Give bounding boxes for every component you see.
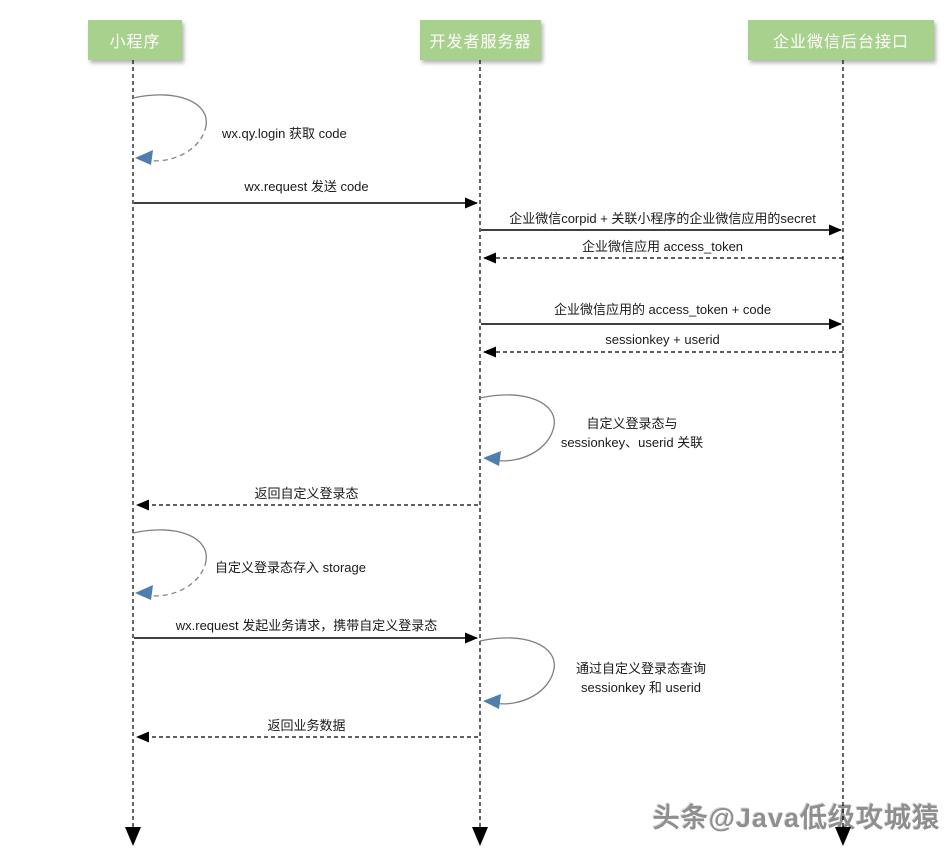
message-label-login-code: wx.qy.login 获取 code: [222, 126, 347, 141]
message-label-store-storage: 自定义登录态存入 storage: [215, 560, 366, 575]
actor-box-dev-server: 开发者服务器: [420, 20, 541, 60]
loop-arc: [479, 637, 555, 670]
lifeline-end-arrow-icon: [125, 827, 141, 846]
loop-arc: [132, 529, 207, 562]
label-line-2: sessionkey、userid 关联: [560, 435, 704, 450]
label-line-1: 自定义登录态与: [586, 416, 678, 431]
actor-label: 小程序: [109, 34, 161, 51]
loop-arc-return: [143, 560, 207, 597]
actor-label: 开发者服务器: [429, 34, 532, 51]
loop-arc: [132, 94, 207, 127]
message-label-send-code: wx.request 发送 code: [244, 179, 369, 194]
loop-arrowhead-icon: [135, 585, 153, 600]
actor-box-mini-program: 小程序: [88, 20, 182, 60]
loop-arc: [479, 394, 555, 427]
message-label-corpid-secret: 企业微信corpid + 关联小程序的企业微信应用的secret: [509, 211, 816, 226]
lifeline-end-arrowheads: [125, 827, 851, 846]
lifeline-end-arrow-icon: [472, 827, 488, 846]
lifelines: [132, 60, 844, 827]
loop-arrowhead-icon: [483, 694, 501, 709]
loop-arc-return: [491, 668, 555, 705]
label-line-2: sessionkey 和 userid: [581, 680, 701, 695]
message-label-query-session: 通过自定义登录态查询 sessionkey 和 userid: [561, 659, 721, 697]
loop-arrowhead-icon: [135, 150, 153, 165]
actor-box-wecom-api: 企业微信后台接口: [748, 20, 934, 60]
self-loop-login-code: [132, 94, 207, 165]
loop-arrowhead-icon: [483, 451, 501, 466]
message-label-return-login-state: 返回自定义登录态: [254, 486, 359, 501]
actor-label: 企业微信后台接口: [772, 34, 909, 51]
message-label-return-business-data: 返回业务数据: [267, 718, 346, 733]
message-label-sessionkey-userid: sessionkey + userid: [605, 332, 720, 347]
message-label-associate-session: 自定义登录态与 sessionkey、userid 关联: [552, 414, 712, 452]
message-label-access-token: 企业微信应用 access_token: [581, 239, 744, 254]
self-loop-store-storage: [132, 529, 207, 600]
message-label-business-request: wx.request 发起业务请求，携带自定义登录态: [175, 618, 438, 633]
self-loop-query-session: [479, 637, 555, 709]
loop-arc-return: [491, 425, 555, 462]
message-label-token-code: 企业微信应用的 access_token + code: [553, 302, 772, 317]
watermark-text: 头条@Java低级攻城猿: [652, 803, 940, 833]
loop-arc-return: [143, 125, 207, 162]
label-line-1: 通过自定义登录态查询: [575, 661, 706, 676]
self-loop-associate-session: [479, 394, 555, 466]
lifeline-end-arrow-icon: [835, 827, 851, 846]
